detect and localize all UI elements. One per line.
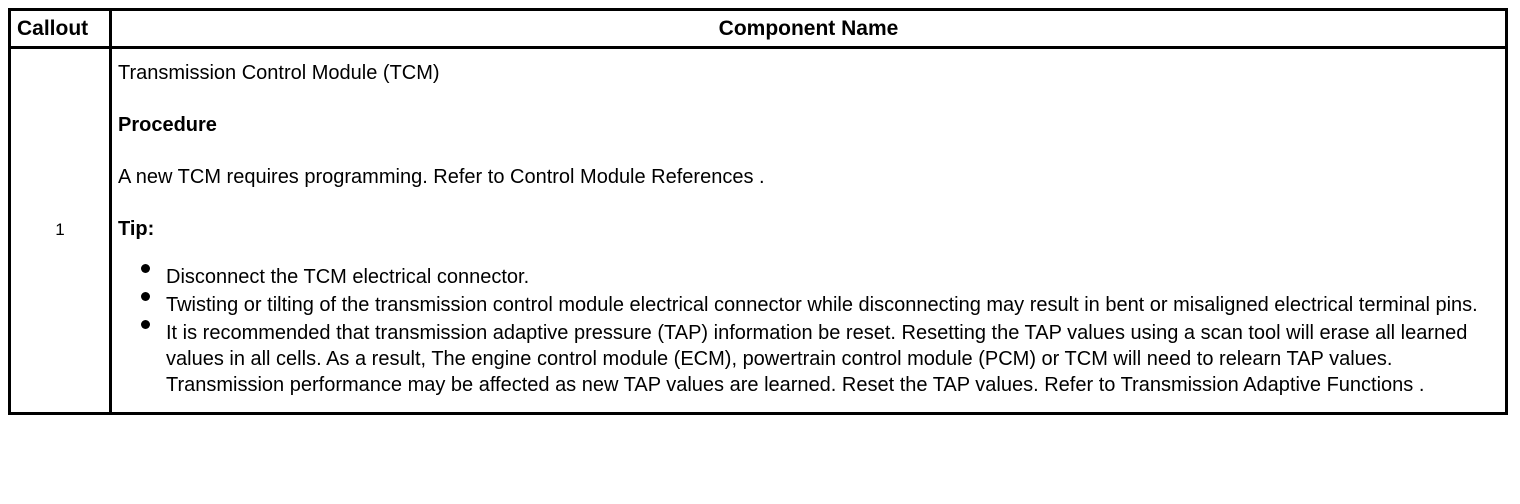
list-item-text: It is recommended that transmission adap… [166, 322, 1468, 396]
column-header-component-name: Component Name [109, 8, 1508, 49]
column-header-callout: Callout [8, 8, 112, 49]
bullet-dot-icon [141, 320, 150, 329]
list-item: It is recommended that transmission adap… [118, 320, 1497, 398]
bullet-dot-icon [141, 264, 150, 273]
callout-number: 1 [8, 46, 112, 415]
procedure-heading: Procedure [118, 114, 217, 136]
table-header: Callout Component Name [8, 8, 1508, 49]
list-item: Disconnect the TCM electrical connector. [118, 264, 1497, 290]
component-callout-table: Callout Component Name 1 Transmission Co… [8, 8, 1508, 415]
component-description-cell: Transmission Control Module (TCM) Proced… [109, 46, 1508, 415]
tip-heading: Tip: [118, 218, 155, 240]
table-row: 1 Transmission Control Module (TCM) Proc… [8, 46, 1508, 415]
list-item: Twisting or tilting of the transmission … [118, 292, 1497, 318]
procedure-text: A new TCM requires programming. Refer to… [118, 166, 765, 188]
table-header-row: Callout Component Name [8, 8, 1508, 49]
bullet-dot-icon [141, 292, 150, 301]
tip-bullet-list: Disconnect the TCM electrical connector.… [118, 264, 1497, 398]
table-body: 1 Transmission Control Module (TCM) Proc… [8, 46, 1508, 415]
list-item-text: Twisting or tilting of the transmission … [166, 294, 1478, 316]
list-item-text: Disconnect the TCM electrical connector. [166, 266, 530, 288]
component-title: Transmission Control Module (TCM) [118, 62, 440, 84]
